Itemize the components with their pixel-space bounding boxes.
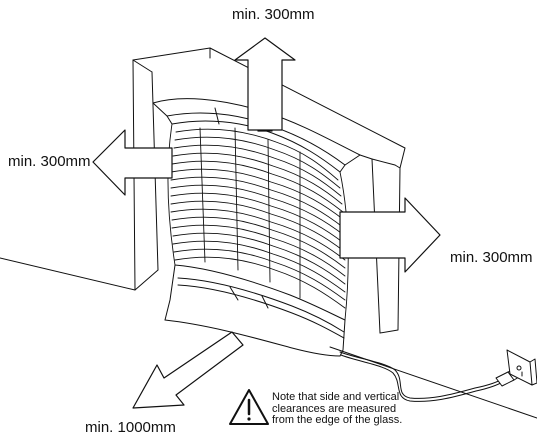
lower-base (164, 264, 346, 357)
front-louvers (167, 123, 349, 321)
floor-lines (0, 257, 537, 419)
right-clearance-label: min. 300mm (450, 249, 533, 266)
left-clearance-label: min. 300mm (8, 153, 91, 170)
warning-triangle-icon (229, 389, 269, 425)
note-line-1: Note that side and vertical (272, 391, 400, 403)
arrow-right (339, 197, 441, 273)
arrow-up-outline (234, 37, 296, 131)
note-line-2: clearances are measured (272, 402, 397, 415)
power-cable (339, 351, 506, 402)
front-clearance-label: min. 1000mm (85, 419, 176, 436)
note-line-3: from the edge of the glass. (272, 414, 403, 426)
clearance-note: Note that side and vertical clearances a… (272, 391, 442, 427)
top-canopy (152, 98, 361, 173)
arrow-left (92, 129, 173, 196)
arrow-forward (132, 331, 244, 409)
top-clearance-label: min. 300mm (232, 6, 315, 23)
wall-socket-icon (506, 349, 537, 386)
